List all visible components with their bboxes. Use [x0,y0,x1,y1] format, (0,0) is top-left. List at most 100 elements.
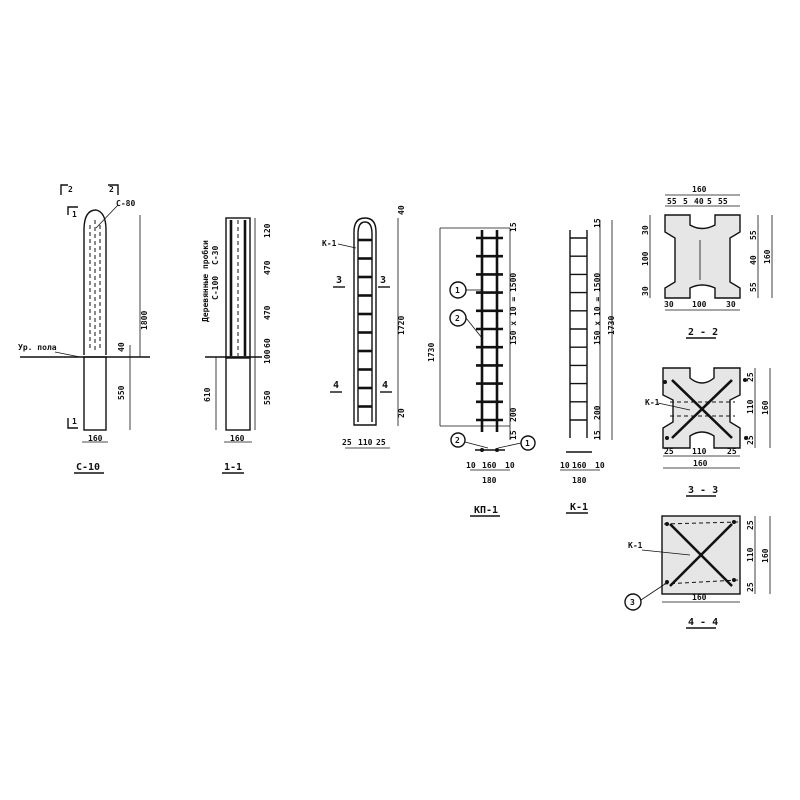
dim-top: 15 [593,218,602,228]
dim-bot-total: 160 [693,459,708,468]
dim-bottom: 200 [509,407,518,422]
dim-right-bot: 55 [749,282,758,292]
dim-w3: 10 [505,461,515,470]
dim-right-bot: 25 [746,582,755,592]
frame-rungs [476,236,503,422]
callout-leader [640,583,666,601]
dim-width: 160 [230,434,245,443]
wood-plugs-label: Деревянные пробки [200,240,210,322]
dim-left-bot: 30 [641,286,650,296]
frame-kp1: 1730 1 2 15 150 x 10 = 1500 200 15 2 1 1… [427,222,536,517]
drawing-title: К-1 [570,502,588,513]
drawing-title: 4 - 4 [688,617,718,628]
callout-2: 2 [455,314,460,323]
floor-label: Ур. пола [18,343,57,352]
dim-small: 40 [117,342,126,352]
bar-dot [732,520,736,524]
frame-rungs [570,237,587,421]
dim-right-top: 25 [746,372,755,382]
h-section-shape [664,214,741,299]
dim-right-top: 25 [746,520,755,530]
dim-right-total: 160 [761,400,770,415]
pipe-label-1: С-100 [211,276,220,300]
bar-dot [744,436,748,440]
section-3-right: 3 [380,275,386,286]
dim-bottom2: 15 [509,430,518,440]
bar-dot [495,448,499,452]
callout-circle [624,593,642,611]
dim-bot: 160 [692,593,707,602]
dim-right-mid: 110 [746,547,755,562]
dim-right-mid: 40 [749,255,758,265]
dim-left-mid: 100 [641,251,650,266]
dim-w1: 10 [560,461,570,470]
callout-3: 3 [630,598,635,607]
bar-dot [663,380,667,384]
section-mark-2-left-label: 2 [68,185,73,194]
dim-top: 160 [692,185,707,194]
column-upper-outline [225,217,251,359]
top-label: С-80 [116,199,135,208]
drawing-title: 3 - 3 [688,485,718,496]
dim-bot-part: 100 [692,300,707,309]
callout-leader [465,317,483,339]
dim-top-part: 40 [694,197,704,206]
dim-right-top: 55 [749,230,758,240]
dim-right-total: 160 [763,249,772,264]
bar-dot [480,448,484,452]
callout-1b: 1 [525,439,530,448]
section-mark-2-left [60,184,68,195]
dim-top-part: 5 [707,197,712,206]
section-mark-2-right-label: 2 [109,185,114,194]
frame-label: К-1 [322,239,337,248]
dim-below: 550 [117,385,126,400]
dim-height: 1720 [397,316,406,335]
dim-top: 15 [509,222,518,232]
dim-b2: 110 [358,438,373,447]
callout-leader [497,442,522,449]
diagonal-frame [669,523,733,587]
dim-b3: 25 [376,438,386,447]
dim-w-total: 180 [482,476,497,485]
frame-label: К-1 [645,398,660,407]
bar-dot [665,436,669,440]
section-4-left: 4 [333,380,339,391]
bar-dot [732,578,736,582]
frame-label: К-1 [628,541,643,550]
dim-bottom: 200 [593,405,602,420]
dim-small1: 60 [263,338,272,348]
pipe-label-2: С-30 [211,246,220,265]
drawing-title: КП-1 [474,505,498,516]
label-leader [641,549,691,556]
section-4-right: 4 [382,380,388,391]
drawing-title: 1-1 [224,462,242,473]
dim-small2: 100 [263,349,272,364]
dim-total: 1730 [427,343,436,362]
dim-spacing: 150 x 10 = 1500 [509,273,518,345]
section-2-2: 160 55 5 40 5 55 30 100 30 55 40 55 160 … [641,185,773,339]
dim-w2: 160 [482,461,497,470]
column-lower-block [225,356,251,431]
dim-top-part: 55 [718,197,728,206]
dim-bottom2: 15 [593,430,602,440]
frame-dash [663,579,739,585]
label-leader [657,402,691,411]
column-lower-block [83,356,107,431]
dim-top-part: 5 [683,197,688,206]
dim-mid2: 470 [263,305,272,320]
dim-b1: 25 [342,438,352,447]
dim-top-part: 55 [667,197,677,206]
frame-inner [357,221,373,422]
bar-dot [665,580,669,584]
callout-leader [464,441,489,449]
dim-bottom: 20 [397,408,406,418]
dim-below: 550 [263,390,272,405]
dim-right-mid: 110 [746,399,755,414]
section-4-4: К-1 3 25 110 25 160 160 4 - 4 [624,515,771,629]
dim-bot-part: 30 [726,300,736,309]
section-mark-1-bottom-label: 1 [72,417,77,426]
section-mark-1-top [67,206,78,215]
label-leader [95,204,119,229]
dim-right-bot: 25 [746,435,755,445]
